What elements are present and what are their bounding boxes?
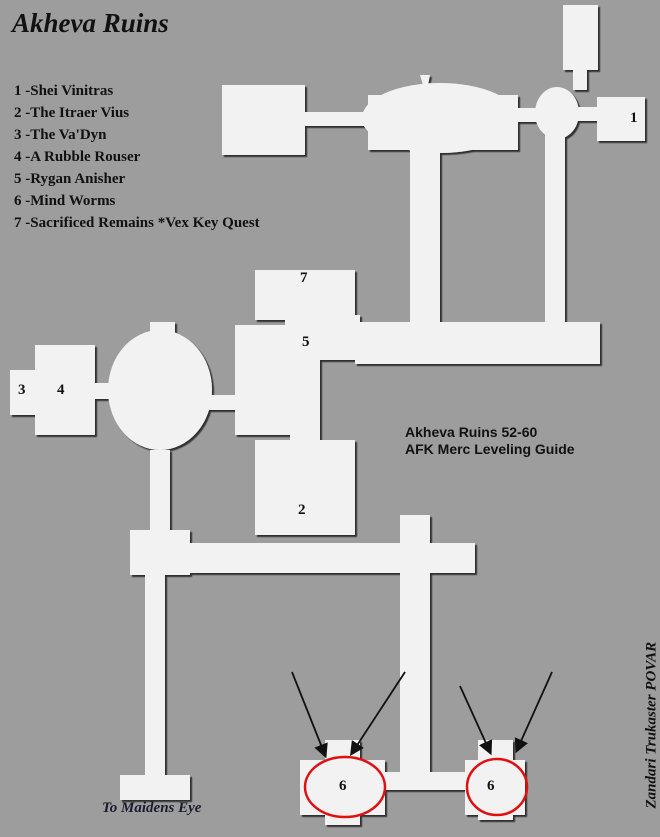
legend-item: 5 -Rygan Anisher [14,171,126,187]
arrow-icon [291,671,328,759]
highlights [303,755,529,819]
legend-item: 2 -The Itraer Vius [14,105,130,121]
credit: Zandari Trukaster POVAR [643,641,660,809]
legend-item: 6 -Mind Worms [14,193,116,209]
guide-line: AFK Merc Leveling Guide [405,441,575,457]
marker-6: 6 [487,778,495,794]
map-title: Akheva Ruins [12,8,169,38]
arrows [291,671,553,759]
highlight-circle [465,757,529,817]
arrow-icon [459,685,493,756]
legend-item: 7 -Sacrificed Remains *Vex Key Quest [14,215,260,231]
marker-2: 2 [298,502,306,518]
marker-5: 5 [302,334,310,350]
exit-label: To Maidens Eye [102,800,202,816]
guide-caption: Akheva Ruins 52-60 AFK Merc Leveling Gui… [405,424,575,458]
arrow-icon [350,671,406,757]
marker-4: 4 [57,382,65,398]
marker-6: 6 [339,778,347,794]
marker-7: 7 [300,270,308,286]
guide-line: Akheva Ruins 52-60 [405,424,538,440]
legend-item: 1 -Shei Vinitras [14,83,114,99]
legend-item: 4 -A Rubble Rouser [14,149,141,165]
highlight-circle [303,755,387,819]
legend-item: 3 -The Va'Dyn [14,127,107,143]
rooms [10,5,645,825]
marker-1: 1 [630,110,638,126]
legend: 1 -Shei Vinitras 2 -The Itraer Vius 3 -T… [14,80,260,234]
marker-3: 3 [18,382,26,398]
arrow-icon [514,671,553,754]
